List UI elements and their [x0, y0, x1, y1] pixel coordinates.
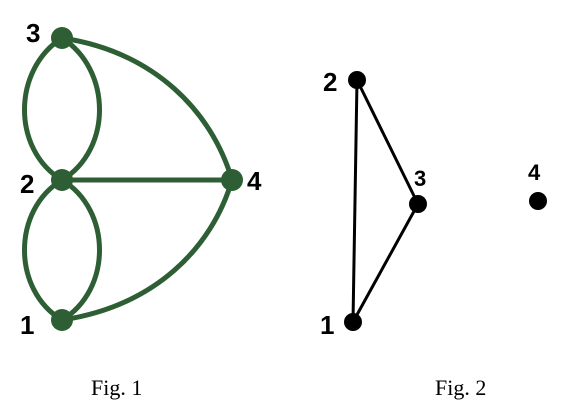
fig1-edge-2-1-right: [59, 177, 102, 323]
fig1-edge-3-2-left: [22, 35, 65, 183]
fig1-vertex-4: [221, 169, 243, 191]
fig2-labels: 2 3 1 4: [320, 67, 541, 340]
fig2-vertex-4-label: 4: [528, 160, 541, 185]
fig2-edges: [351, 78, 420, 324]
fig1-caption: Fig. 1: [91, 375, 142, 400]
fig1-vertex-3: [51, 27, 73, 49]
fig2-vertex-1-label: 1: [320, 310, 334, 340]
fig2-edge-2-3: [355, 78, 420, 206]
fig1-edge-1-4: [59, 177, 235, 323]
fig1-nodes: [51, 27, 243, 331]
fig2-vertex-3-label: 3: [414, 166, 426, 191]
fig2-graph: 2 3 1 4 Fig. 2: [320, 67, 547, 400]
fig1-vertex-3-label: 3: [26, 18, 40, 48]
fig2-vertex-2-label: 2: [323, 67, 337, 97]
fig1-edge-3-4: [59, 35, 235, 183]
fig2-vertex-4: [529, 192, 547, 210]
fig1-vertex-1: [51, 309, 73, 331]
fig1-edge-2-1-left: [22, 177, 65, 323]
fig1-edges: [22, 35, 235, 323]
fig2-edge-3-1: [351, 202, 420, 324]
fig1-vertex-2-label: 2: [20, 169, 34, 199]
fig1-labels: 3 2 1 4: [20, 18, 262, 340]
fig2-vertex-1: [344, 313, 362, 331]
fig1-vertex-1-label: 1: [20, 310, 34, 340]
fig2-nodes: [344, 71, 547, 331]
fig2-edge-1-2: [351, 78, 359, 324]
fig1-edge-3-2-right: [59, 35, 102, 183]
fig1-multigraph: 3 2 1 4 Fig. 1: [20, 18, 262, 400]
fig2-vertex-2: [348, 71, 366, 89]
fig2-vertex-3: [409, 195, 427, 213]
fig1-vertex-2: [51, 169, 73, 191]
fig2-caption: Fig. 2: [435, 375, 486, 400]
fig1-vertex-4-label: 4: [247, 166, 262, 196]
